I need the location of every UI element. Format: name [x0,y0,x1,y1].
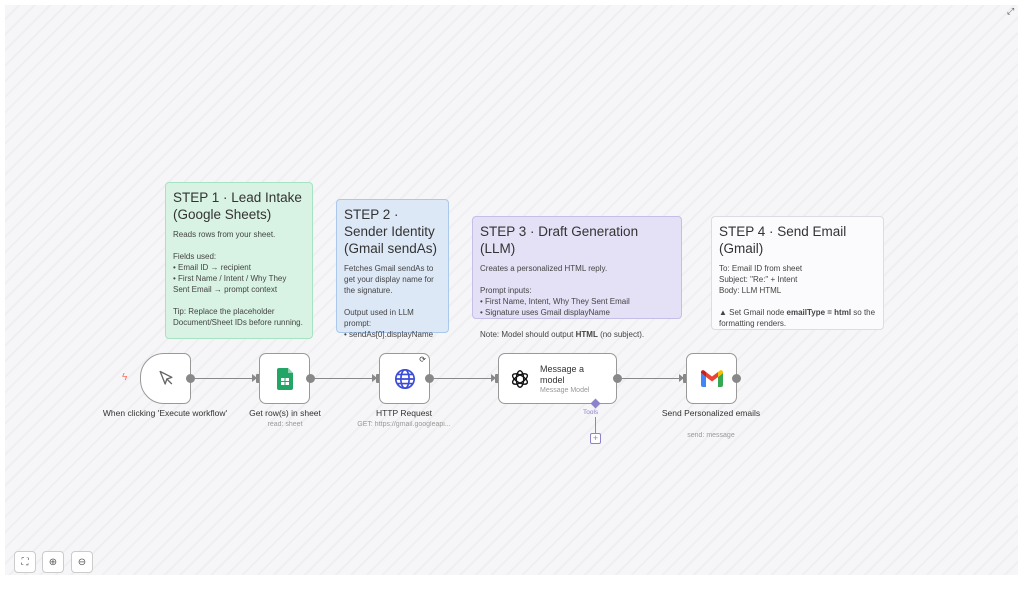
zoom-in-button[interactable]: ⊕ [42,551,64,573]
edge-arrow [252,374,257,382]
node-label: Get row(s) in sheet [249,408,321,418]
node-label: When clicking 'Execute workflow' [102,408,228,418]
output-handle[interactable] [425,374,434,383]
sticky-note-step-1[interactable]: STEP 1 · Lead Intake (Google Sheets) Rea… [165,182,313,339]
note-warning: ▲ Set Gmail node emailType = html so the… [719,308,876,328]
connection-http-model[interactable] [434,377,494,379]
webhook-status-icon: ⟳ [419,355,426,364]
output-handle[interactable] [186,374,195,383]
note-body: Fetches Gmail sendAs to get your display… [344,264,434,339]
sticky-note-step-3[interactable]: STEP 3 · Draft Generation (LLM) Creates … [472,216,682,339]
gmail-icon [700,370,723,387]
note-title: STEP 2 · Sender Identity (Gmail sendAs) [344,207,438,256]
note-title: STEP 1 · Lead Intake (Google Sheets) [173,190,302,222]
fit-view-icon: ⛶ [21,556,29,568]
tools-connector [595,417,596,433]
fit-view-button[interactable]: ⛶ [14,551,36,573]
node-label: Message a model [540,363,585,385]
node-send-gmail[interactable] [686,353,737,404]
node-label: Send Personalized emails [661,408,761,418]
sticky-note-step-2[interactable]: STEP 2 · Sender Identity (Gmail sendAs) … [336,199,449,339]
note-body: To: Email ID from sheet Subject: "Re:" +… [719,264,803,295]
input-handle[interactable] [495,374,500,383]
tools-label: Tools [583,409,599,416]
trigger-bolt-icon: ϟ [122,372,128,383]
input-handle[interactable] [256,374,261,383]
edge-arrow [491,374,496,382]
openai-icon [511,369,529,388]
node-subtitle: read: sheet [267,421,303,428]
sticky-note-step-4[interactable]: STEP 4 · Send Email (Gmail) To: Email ID… [711,216,884,330]
zoom-in-icon: ⊕ [48,556,58,568]
output-handle[interactable] [613,374,622,383]
zoom-out-icon: ⊖ [77,556,87,568]
input-handle[interactable] [683,374,688,383]
connection-sheets-http[interactable] [314,377,375,379]
node-http-request[interactable]: ⟳ [379,353,430,404]
node-label: HTTP Request [375,408,433,418]
zoom-out-button[interactable]: ⊖ [71,551,93,573]
note-body: Creates a personalized HTML reply. Promp… [480,264,630,317]
add-tool-button[interactable]: + [590,433,601,444]
connection-trigger-sheets[interactable] [195,377,255,379]
globe-icon [394,368,415,389]
google-sheets-icon [276,367,293,390]
node-subtitle: send: message [687,432,735,439]
fullscreen-icon[interactable]: ⤢ [1007,6,1015,16]
node-get-rows[interactable] [259,353,310,404]
note-footnote: Note: Model should output HTML (no subje… [480,330,645,339]
note-title: STEP 3 · Draft Generation (LLM) [480,224,639,256]
edge-arrow [679,374,684,382]
node-subtitle: GET: https://gmail.googleapi... [357,421,451,428]
edge-arrow [372,374,377,382]
note-body: Reads rows from your sheet. Fields used:… [173,230,303,327]
cursor-icon [159,370,172,385]
output-handle[interactable] [732,374,741,383]
node-subtitle: Message Model [540,386,590,394]
node-manual-trigger[interactable] [140,353,191,404]
note-title: STEP 4 · Send Email (Gmail) [719,224,847,256]
output-handle[interactable] [306,374,315,383]
input-handle[interactable] [376,374,381,383]
connection-model-gmail[interactable] [622,377,682,379]
node-message-model[interactable]: Message a model Message Model [498,353,617,404]
